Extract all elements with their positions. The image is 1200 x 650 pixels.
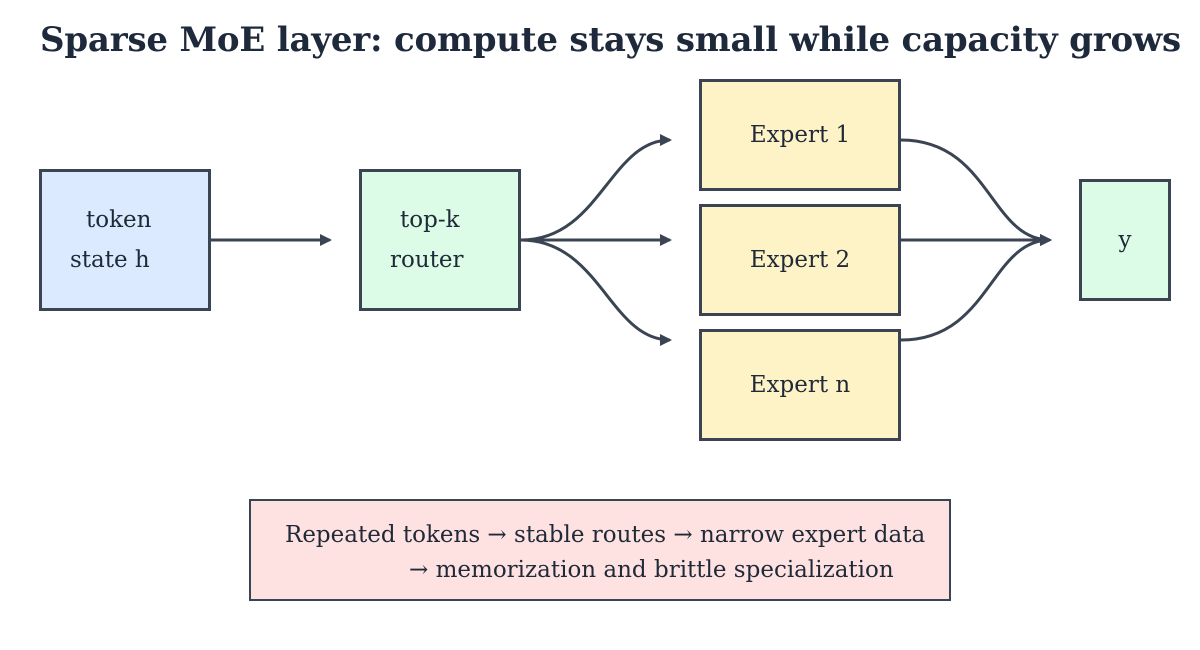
expert-1-node: Expert 1 [699, 79, 901, 191]
edge-router-to-expert-n [520, 238, 672, 346]
note-line-2: → memorization and brittle specializatio… [409, 557, 894, 583]
edge-expert-n-to-output [900, 234, 1052, 342]
expert-2-label: Expert 2 [749, 247, 851, 273]
output-node: y [1079, 179, 1171, 301]
memorization-note: Repeated tokens → stable routes → narrow… [249, 499, 951, 601]
token-state-label-line1: token [86, 207, 152, 233]
edge-router-to-expert-1 [520, 134, 672, 242]
diagram-title: Sparse MoE layer: compute stays small wh… [40, 20, 1181, 60]
expert-2-node: Expert 2 [699, 204, 901, 316]
expert-1-label: Expert 1 [749, 122, 851, 148]
token-state-label-line2: state h [70, 247, 150, 273]
expert-n-node: Expert n [699, 329, 901, 441]
expert-n-label: Expert n [749, 372, 851, 398]
note-line-1: Repeated tokens → stable routes → narrow… [285, 522, 926, 548]
output-label: y [1118, 227, 1132, 253]
router-label-line1: top-k [400, 207, 460, 233]
token-state-node: token state h [39, 169, 211, 311]
edge-expert-1-to-output [900, 138, 1052, 246]
router-node: top-k router [359, 169, 521, 311]
router-label-line2: router [390, 247, 464, 273]
